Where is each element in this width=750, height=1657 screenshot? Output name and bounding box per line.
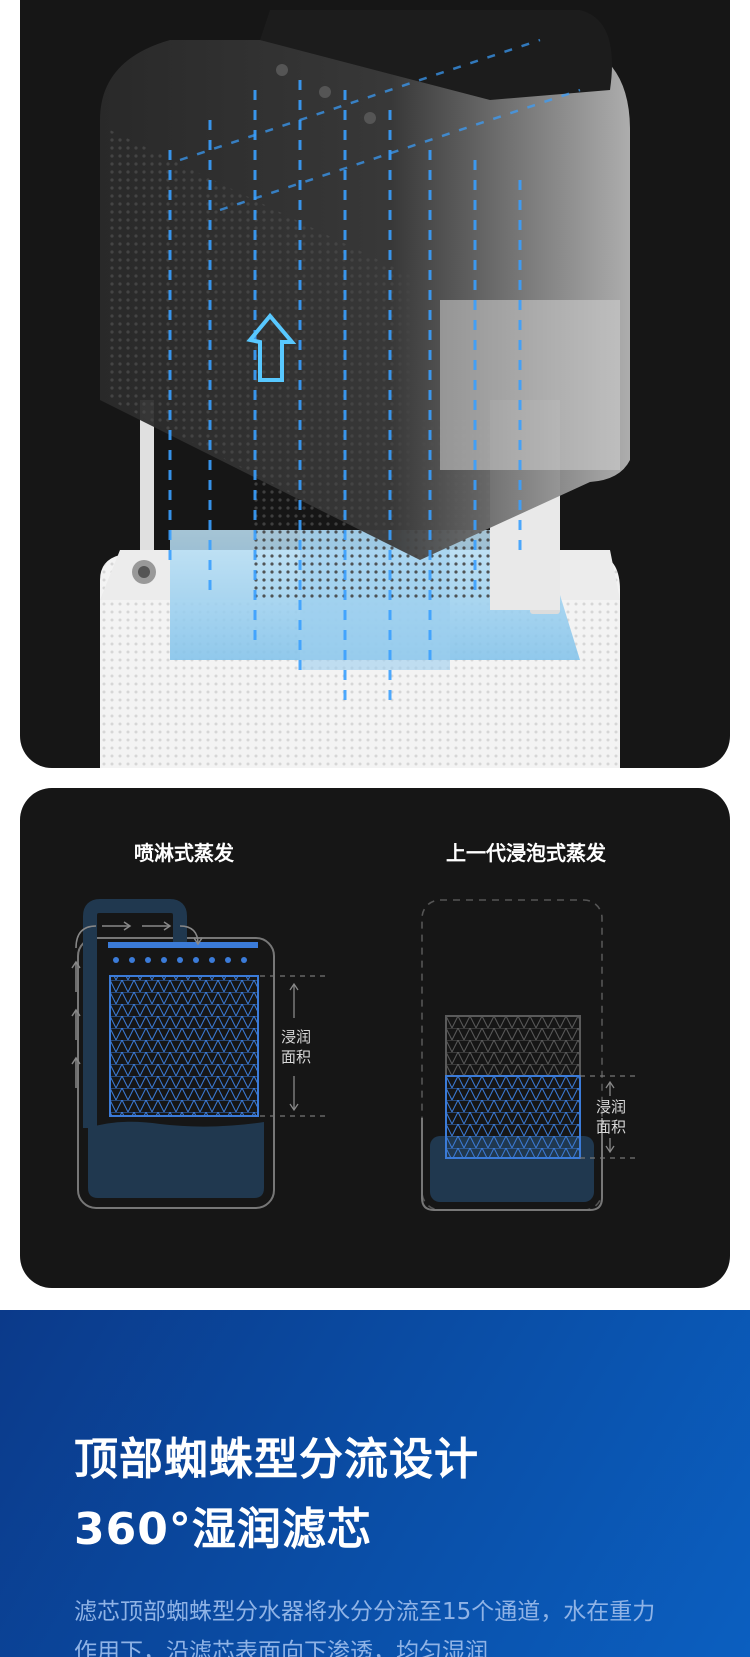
evaporation-comparison-diagram: 喷淋式蒸发 浸润 面积 上一代浸泡式蒸	[20, 788, 730, 1288]
comparison-svg: 喷淋式蒸发 浸润 面积 上一代浸泡式蒸	[71, 841, 640, 1211]
spray-drops	[113, 957, 247, 963]
feature-description: 滤芯顶部蜘蛛型分水器将水分分流至15个通道，水在重力作用下，沿滤芯表面向下渗透，…	[74, 1599, 656, 1657]
left-water	[88, 1121, 264, 1198]
feature-title-line-1: 顶部蜘蛛型分流设计	[74, 1434, 479, 1485]
feature-title-line-2: 360°湿润滤芯	[74, 1504, 372, 1555]
immersion-evaporation-title: 上一代浸泡式蒸发	[446, 841, 607, 865]
left-area-label-2: 面积	[281, 1048, 311, 1066]
right-filter-dry	[445, 1015, 581, 1077]
product-image	[20, 0, 730, 768]
right-area-label-1: 浸润	[596, 1098, 626, 1116]
spray-evaporation-title: 喷淋式蒸发	[134, 841, 235, 865]
right-area-arrow	[605, 1080, 615, 1154]
left-pipe	[83, 899, 187, 1128]
left-filter-wet	[109, 975, 259, 1117]
right-area-label-2: 面积	[596, 1118, 626, 1136]
left-area-label-1: 浸润	[281, 1028, 311, 1046]
left-area-arrow	[289, 982, 299, 1112]
right-tank-outline	[421, 1118, 603, 1211]
humidifier-illustration	[100, 10, 630, 768]
feature-section: 顶部蜘蛛型分流设计 360°湿润滤芯 滤芯顶部蜘蛛型分水器将水分分流至15个通道…	[0, 1310, 750, 1657]
flow-arrows	[71, 921, 203, 1088]
right-filter-wet	[445, 1075, 581, 1159]
spray-bar	[108, 942, 258, 948]
